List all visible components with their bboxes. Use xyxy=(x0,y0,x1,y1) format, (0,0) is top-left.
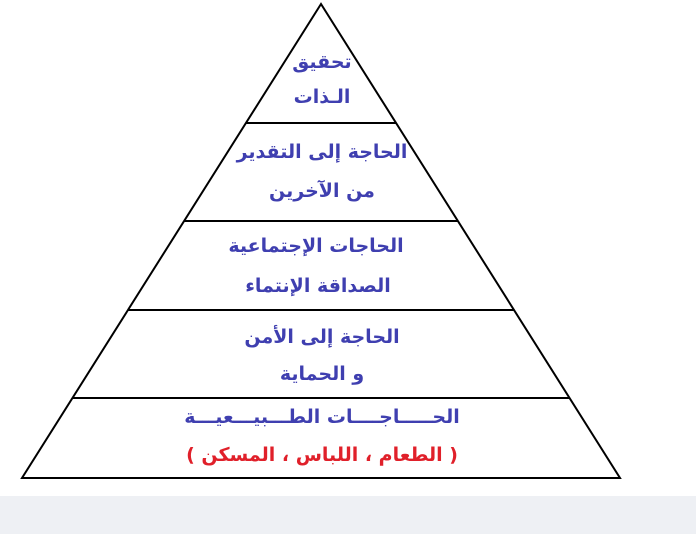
level-5-line-1: الحـــــاجــــات الطـــبيـــعيـــة xyxy=(184,406,460,428)
needs-pyramid: تحقيق الـذات الحاجة إلى التقدير من الآخر… xyxy=(20,2,622,479)
level-2-line-2: من الآخرين xyxy=(269,179,375,202)
level-1-line-2: الـذات xyxy=(294,86,351,108)
level-3-line-1: الحاجات الإجتماعية xyxy=(228,235,403,257)
level-4-line-1: الحاجة إلى الأمن xyxy=(244,325,399,348)
pyramid-outline xyxy=(20,2,622,479)
level-2-line-1: الحاجة إلى التقدير xyxy=(236,141,408,163)
level-4-line-2: و الحماية xyxy=(280,363,364,385)
level-5-line-2: ( الطعام ، اللباس ، المسكن ) xyxy=(186,444,458,466)
level-1-line-1: تحقيق xyxy=(292,51,351,73)
footer-band xyxy=(0,496,696,534)
level-3-line-2: الصداقة الإنتماء xyxy=(245,275,391,297)
